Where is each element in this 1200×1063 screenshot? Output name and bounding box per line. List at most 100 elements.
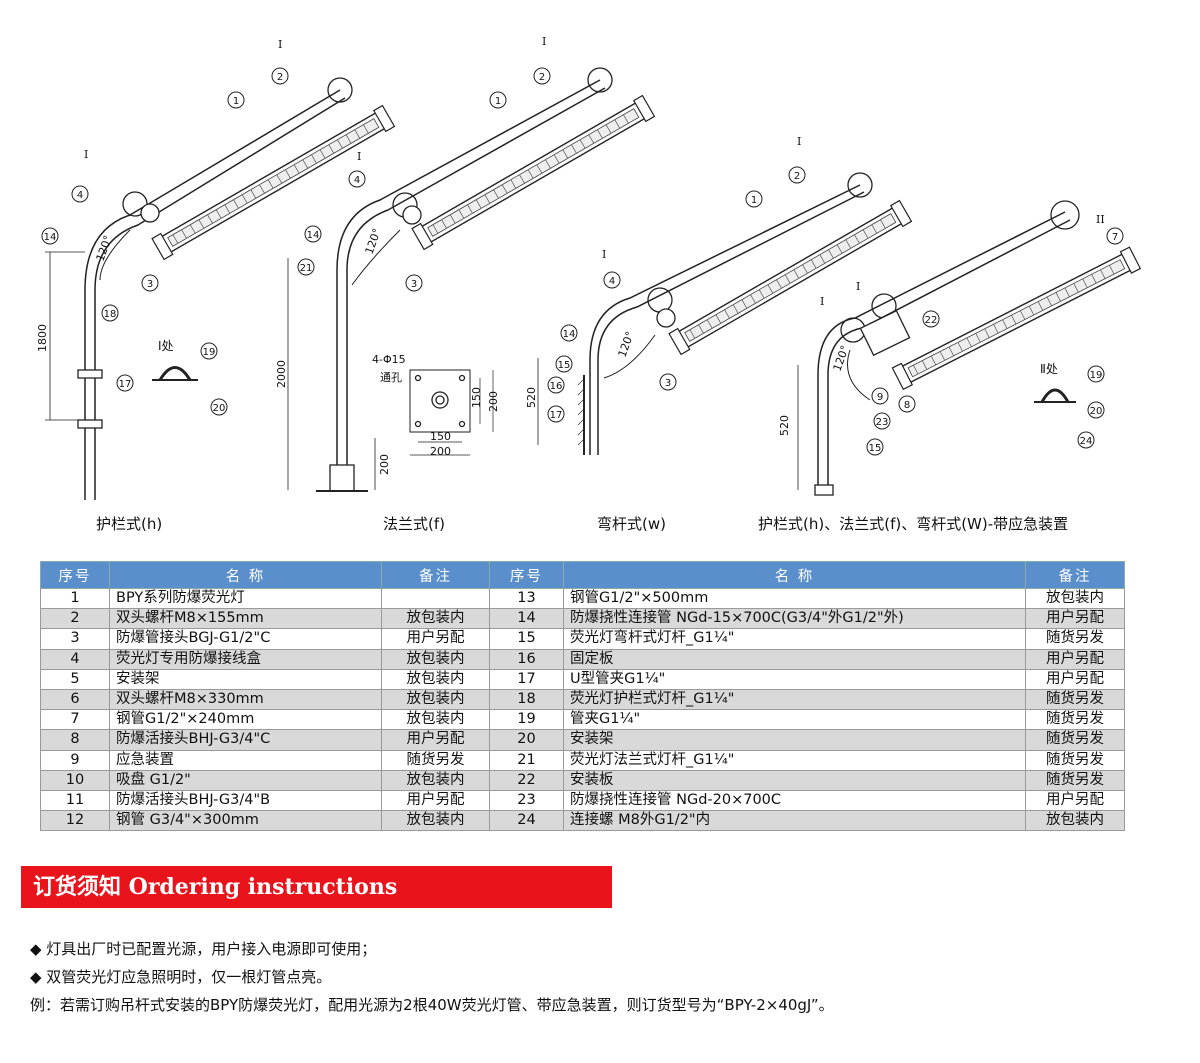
cell-seq: 20 xyxy=(489,729,564,751)
cell-name: 安装架 xyxy=(563,729,1026,751)
cell-seq: 9 xyxy=(40,749,110,771)
svg-text:I: I xyxy=(797,135,801,148)
svg-text:2: 2 xyxy=(277,72,283,83)
installation-diagram: 1 2 3 4 14 18 17 19 20 1 2 3 4 14 21 1 2… xyxy=(36,35,1142,500)
cell-name: U型管夹G1¼" xyxy=(563,668,1026,690)
svg-text:15: 15 xyxy=(869,443,882,454)
header-name-2: 名 称 xyxy=(563,561,1026,589)
cell-name: 荧光灯弯杆式灯杆_G1¼" xyxy=(563,628,1026,650)
svg-text:9: 9 xyxy=(877,392,883,403)
cell-remark: 随货另发 xyxy=(1025,709,1125,731)
ordering-note-1: ◆ 灯具出厂时已配置光源，用户接入电源即可使用； xyxy=(30,940,377,958)
svg-text:I: I xyxy=(84,148,88,161)
svg-text:14: 14 xyxy=(44,232,57,243)
svg-text:3: 3 xyxy=(665,378,671,389)
svg-text:19: 19 xyxy=(203,347,216,358)
cell-remark: 随货另发 xyxy=(1025,628,1125,650)
cell-remark: 放包装内 xyxy=(1025,810,1125,832)
cell-name: BPY系列防爆荧光灯 xyxy=(109,587,382,610)
cell-remark: 随货另发 xyxy=(1025,749,1125,771)
angle-label-2: 120° xyxy=(363,227,384,256)
svg-text:I: I xyxy=(278,38,282,51)
cell-name: 安装板 xyxy=(563,769,1026,791)
cell-remark: 随货另发 xyxy=(1025,769,1125,791)
flange-hole-label-2: 通孔 xyxy=(380,371,402,384)
svg-text:19: 19 xyxy=(1090,370,1103,381)
cell-seq: 7 xyxy=(40,709,110,731)
dim-2000: 2000 xyxy=(275,360,288,388)
ordering-note-2: ◆ 双管荧光灯应急照明时，仅一根灯管点亮。 xyxy=(30,968,332,986)
svg-text:4: 4 xyxy=(77,190,83,201)
cell-name: 钢管 G3/4"×300mm xyxy=(109,810,382,832)
cell-seq: 13 xyxy=(489,587,564,610)
svg-text:8: 8 xyxy=(904,400,910,411)
cell-remark: 放包装内 xyxy=(381,810,490,832)
cell-seq: 11 xyxy=(40,789,110,812)
cell-name: 吸盘 G1/2" xyxy=(109,769,382,791)
svg-text:II: II xyxy=(1096,213,1105,226)
svg-text:23: 23 xyxy=(876,417,889,428)
cell-remark: 放包装内 xyxy=(381,608,490,630)
svg-text:1: 1 xyxy=(751,195,757,206)
caption-curved-pole: 弯杆式(w) xyxy=(597,515,666,533)
header-seq-2: 序号 xyxy=(489,561,564,589)
flange-dim-150v: 150 xyxy=(470,387,483,408)
svg-text:22: 22 xyxy=(925,315,938,326)
cell-seq: 8 xyxy=(40,729,110,751)
svg-text:18: 18 xyxy=(104,309,117,320)
svg-text:4: 4 xyxy=(609,276,615,287)
cell-seq: 10 xyxy=(40,769,110,791)
svg-text:14: 14 xyxy=(307,230,320,241)
cell-seq: 17 xyxy=(489,668,564,690)
cell-remark: 放包装内 xyxy=(381,668,490,690)
flange-dim-200h: 200 xyxy=(430,445,451,458)
cell-remark: 随货另发 xyxy=(381,749,490,771)
cell-name: 防爆管接头BGJ-G1/2"C xyxy=(109,628,382,650)
svg-text:I: I xyxy=(542,35,546,48)
flange-dim-150h: 150 xyxy=(430,430,451,443)
cell-seq: 5 xyxy=(40,668,110,690)
cell-name: 连接螺 M8外G1/2"内 xyxy=(563,810,1026,832)
angle-label-3: 120° xyxy=(616,330,637,359)
ordering-banner: 订货须知 Ordering instructions xyxy=(21,866,612,908)
cell-seq: 21 xyxy=(489,749,564,771)
detail-I-label: Ⅰ处 xyxy=(158,339,174,353)
cell-seq: 3 xyxy=(40,628,110,650)
cell-name: 防爆活接头BHJ-G3/4"C xyxy=(109,729,382,751)
cell-name: 防爆挠性连接管 NGd-15×700C(G3/4"外G1/2"外) xyxy=(563,608,1026,630)
cell-seq: 16 xyxy=(489,648,564,670)
dim-200: 200 xyxy=(378,454,391,475)
cell-remark xyxy=(381,587,490,610)
cell-seq: 15 xyxy=(489,628,564,650)
svg-text:21: 21 xyxy=(300,263,313,274)
cell-remark: 放包装内 xyxy=(381,709,490,731)
cell-remark: 放包装内 xyxy=(381,648,490,670)
flange-dim-200v: 200 xyxy=(487,391,500,412)
svg-text:20: 20 xyxy=(213,403,226,414)
header-remark-2: 备注 xyxy=(1025,561,1125,589)
svg-text:2: 2 xyxy=(539,72,545,83)
svg-text:7: 7 xyxy=(1112,232,1118,243)
svg-text:I: I xyxy=(856,280,860,293)
cell-name: 固定板 xyxy=(563,648,1026,670)
cell-seq: 24 xyxy=(489,810,564,832)
cell-name: 应急装置 xyxy=(109,749,382,771)
header-name: 名 称 xyxy=(109,561,382,589)
cell-seq: 14 xyxy=(489,608,564,630)
svg-text:14: 14 xyxy=(563,329,576,340)
cell-seq: 12 xyxy=(40,810,110,832)
cell-name: 双头螺杆M8×155mm xyxy=(109,608,382,630)
svg-text:17: 17 xyxy=(550,410,563,421)
cell-remark: 随货另发 xyxy=(1025,688,1125,711)
cell-name: 管夹G1¼" xyxy=(563,709,1026,731)
